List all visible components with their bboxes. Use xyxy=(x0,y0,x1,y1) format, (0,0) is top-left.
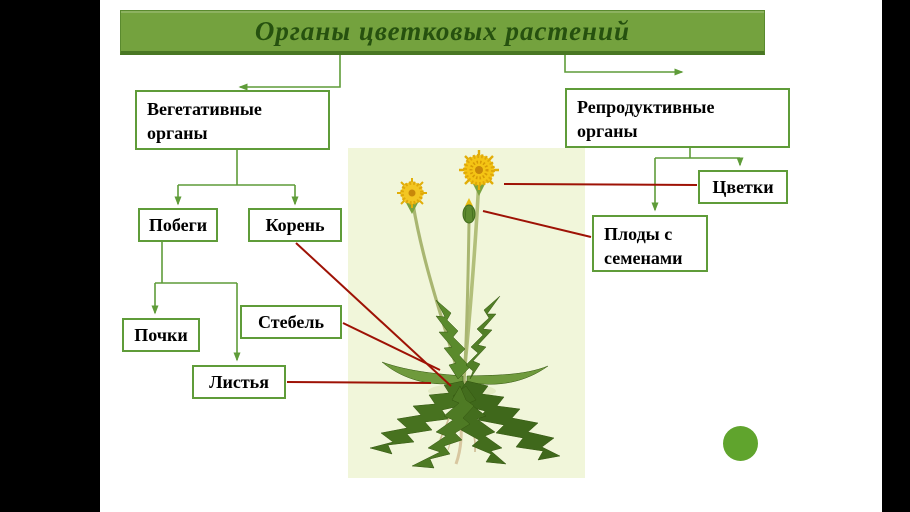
hierarchy-connectors xyxy=(151,55,744,362)
box-flowers: Цветки xyxy=(698,170,788,204)
plant-pointer-lines xyxy=(286,183,698,387)
connector-lines xyxy=(151,55,744,387)
decorative-circle xyxy=(723,426,758,461)
box-root-label: Корень xyxy=(265,214,325,235)
slide: Органы цветковых растений Вегетативные о… xyxy=(100,0,882,512)
left-flower xyxy=(397,178,427,214)
box-shoots-label: Побеги xyxy=(148,214,208,235)
box-reproductive-organs: Репродуктивные органы xyxy=(565,88,790,148)
box-stem-label: Стебель xyxy=(258,311,324,332)
page-title: Органы цветковых растений xyxy=(254,15,631,46)
box-reproductive-line2: органы xyxy=(577,121,638,142)
box-reproductive-line1: Репродуктивные xyxy=(577,97,715,117)
dandelion-illustration xyxy=(348,148,585,478)
box-buds: Почки xyxy=(122,318,200,352)
box-vegetative-organs: Вегетативные органы xyxy=(135,90,330,150)
main-flower xyxy=(459,150,499,196)
box-buds-label: Почки xyxy=(134,324,188,345)
box-shoots: Побеги xyxy=(138,208,218,242)
plant-panel xyxy=(348,148,585,478)
box-fruits-with-seeds: Плоды с семенами xyxy=(592,215,708,272)
title-banner: Органы цветковых растений xyxy=(120,10,765,55)
letterbox-left xyxy=(0,0,100,512)
flower-bud xyxy=(462,198,476,224)
letterbox-right xyxy=(882,0,910,512)
box-root: Корень xyxy=(248,208,342,242)
box-flowers-label: Цветки xyxy=(712,176,774,197)
leaves-group xyxy=(369,295,561,469)
box-leaves: Листья xyxy=(192,365,286,399)
box-fruits-line2: семенами xyxy=(604,248,683,269)
box-fruits-line1: Плоды с xyxy=(604,224,673,244)
box-vegetative-line2: органы xyxy=(147,123,208,144)
box-vegetative-line1: Вегетативные xyxy=(147,99,262,119)
box-leaves-label: Листья xyxy=(209,371,269,392)
box-stem: Стебель xyxy=(240,305,342,339)
